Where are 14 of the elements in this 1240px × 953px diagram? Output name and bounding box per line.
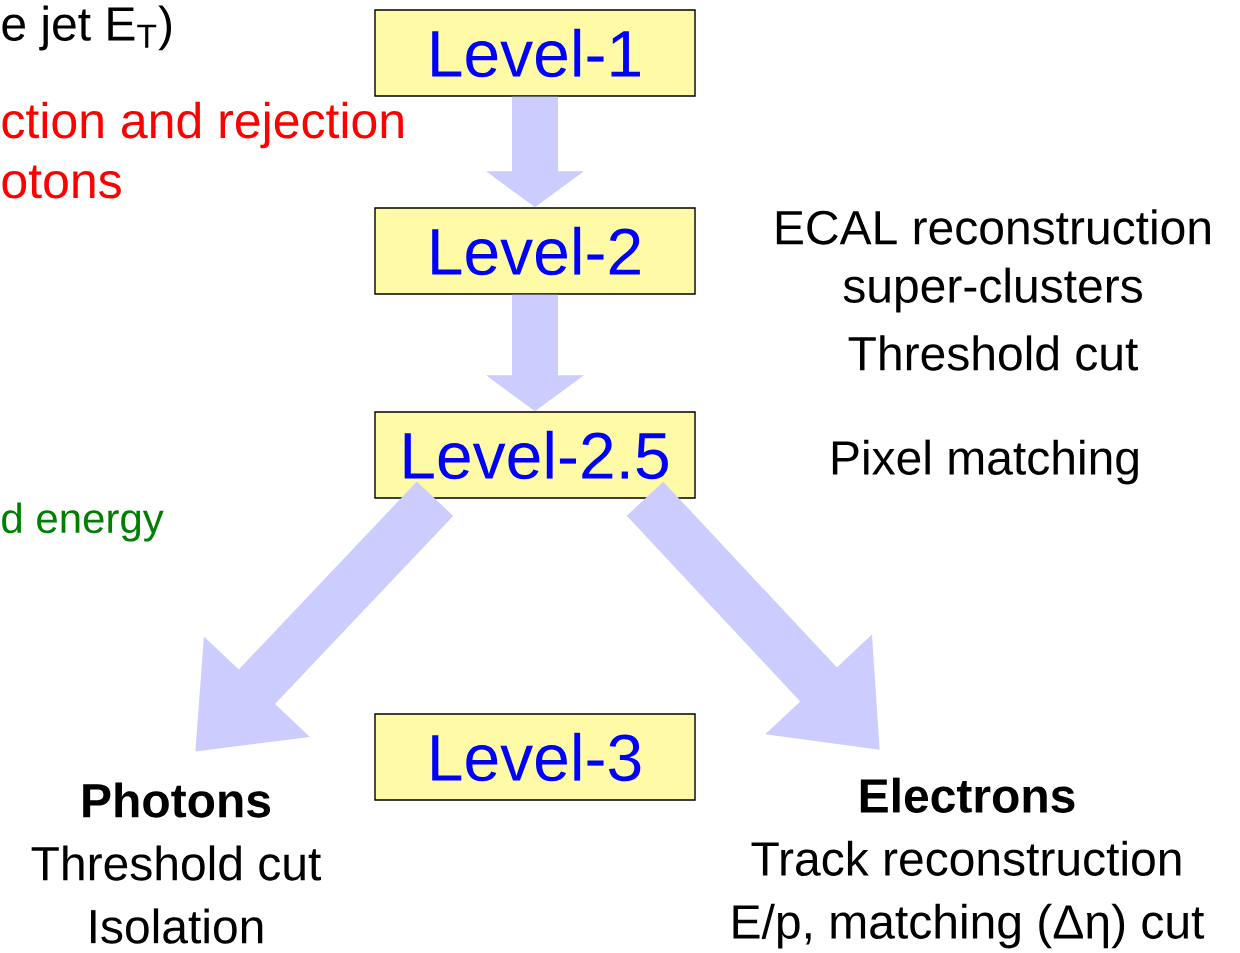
annotation-text: super-clusters — [843, 267, 1142, 313]
annotation-text: Threshold cut — [848, 335, 1138, 371]
level-box: Level-2 — [374, 207, 696, 295]
annotation-text: Pixel matching — [832, 439, 1138, 485]
level-box: Level-3 — [374, 713, 696, 801]
level-box: Level-2.5 — [374, 411, 696, 499]
note-text: d energy — [2, 502, 164, 542]
note-text: ction and rejection — [2, 101, 403, 149]
outcome-text: Electrons Track reconstruction E/p, matching (Δη) cut — [733, 777, 1205, 949]
note-text: otons — [2, 165, 121, 199]
note-text: e jet E$_{T}$) — [2, 5, 171, 51]
annotation-text: ECAL reconstruction — [776, 209, 1210, 245]
outcome-text: Photons Threshold cut Isolation — [31, 782, 321, 944]
level-box: Level-1 — [374, 9, 696, 97]
